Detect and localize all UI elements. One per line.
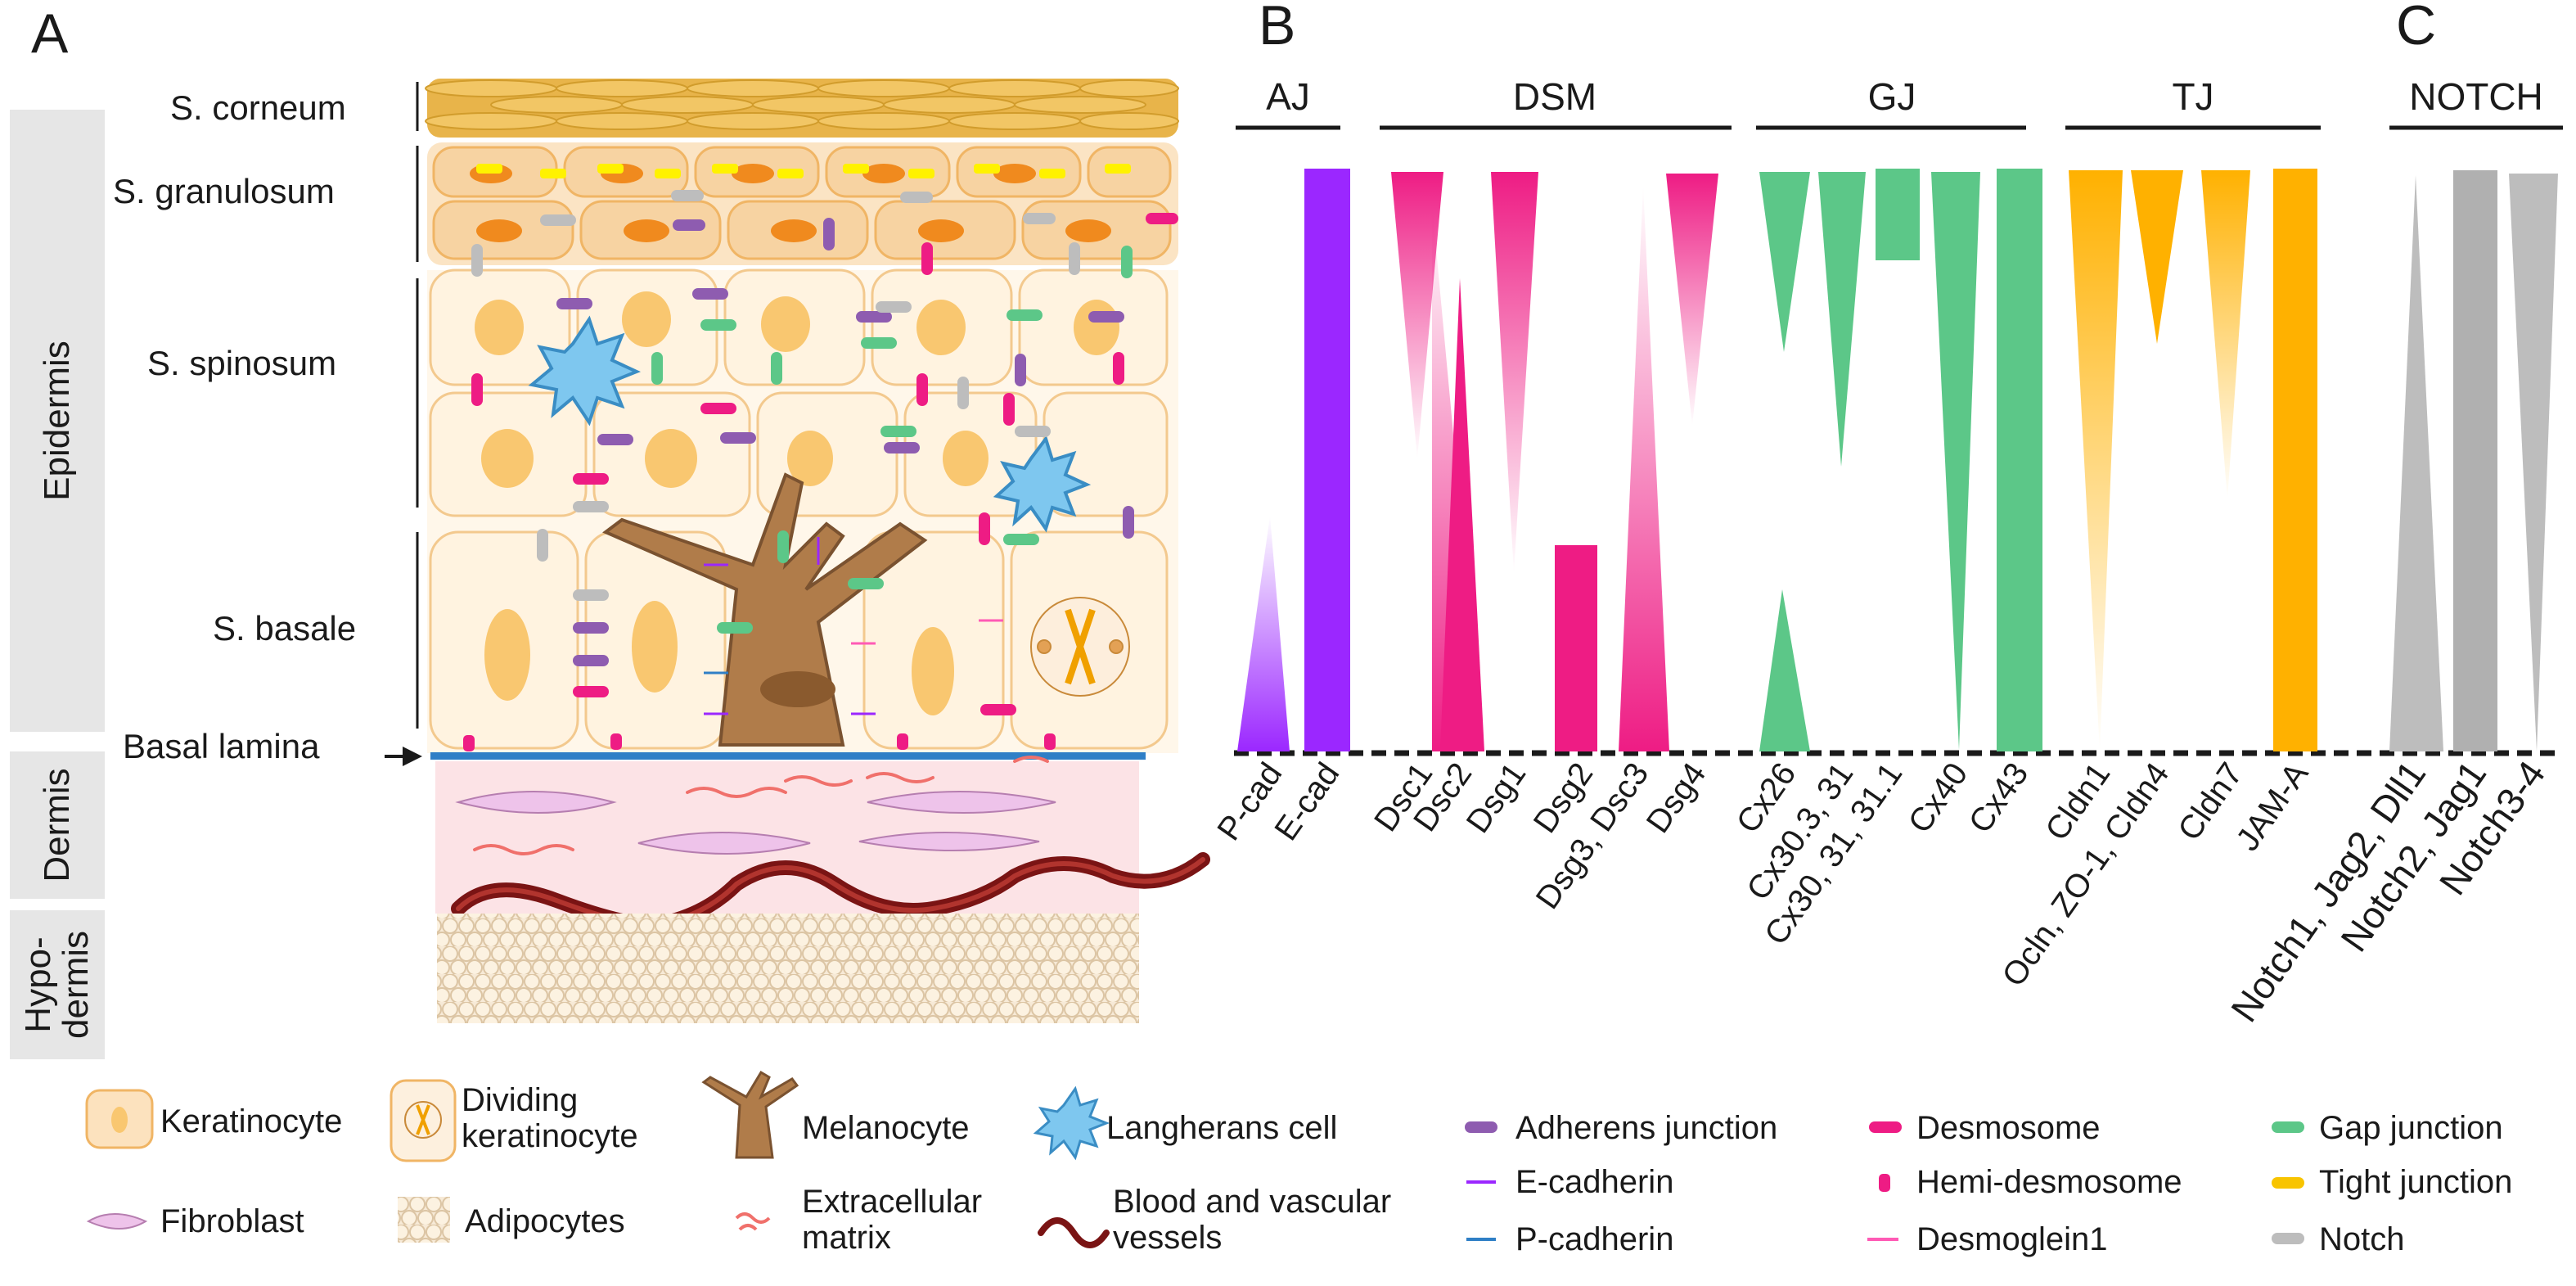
- group-label-tj: TJ: [2172, 75, 2213, 118]
- legend-desmosome: Desmosome: [1916, 1110, 2101, 1146]
- hypodermis-layer: [437, 914, 1139, 1023]
- bar-cx40: [1931, 172, 1980, 750]
- langerhans-icon: [1033, 1085, 1110, 1161]
- panel-label-b: B: [1259, 0, 1295, 56]
- blood-vessel-icon: [1038, 1217, 1110, 1248]
- bar-notch3: [2509, 174, 2558, 751]
- junction-marks: [463, 190, 1178, 751]
- stratum-corneum: [425, 79, 1179, 138]
- legend-adipocytes: Adipocytes: [465, 1203, 625, 1239]
- bar-cx26-bottom: [1759, 589, 1810, 751]
- legend-icons: [85, 1070, 2304, 1248]
- legend-tight: Tight junction: [2319, 1164, 2513, 1200]
- panel-label-c: C: [2396, 0, 2436, 56]
- basal-lamina-arrow: [403, 747, 422, 766]
- epidermis-cells: [427, 268, 1178, 753]
- melanocyte-icon: [701, 1070, 799, 1159]
- hemi-desmosome-icon: [1879, 1174, 1890, 1192]
- label-ecad: E-cad: [1268, 756, 1346, 847]
- layer-granulosum-label: S. granulosum: [113, 172, 335, 210]
- basal-lamina-label: Basal lamina: [123, 727, 320, 765]
- bar-dsc1: [1391, 172, 1443, 458]
- legend-pcadherin: P-cadherin: [1515, 1221, 1674, 1257]
- bar-notch2: [2453, 170, 2497, 751]
- legend-gap: Gap junction: [2319, 1110, 2503, 1146]
- legend-blood: Blood and vascular vessels: [1113, 1184, 1392, 1256]
- bar-ocln: [2131, 170, 2183, 344]
- bar-jama: [2273, 169, 2317, 751]
- bar-dsg3: [1619, 185, 1669, 751]
- bar-cx303: [1818, 172, 1866, 467]
- bar-dsg1: [1491, 172, 1538, 573]
- layer-corneum-label: S. corneum: [170, 88, 346, 127]
- bar-cx30: [1876, 169, 1920, 260]
- epidermis-tab: Epidermis: [10, 110, 105, 732]
- desmosome-icon: [1869, 1121, 1902, 1133]
- legend-hemi: Hemi-desmosome: [1916, 1164, 2182, 1200]
- legend-desmoglein: Desmoglein1: [1916, 1221, 2108, 1257]
- panel-label-a: A: [31, 2, 69, 65]
- bar-cldn1: [2069, 170, 2123, 751]
- group-label-aj: AJ: [1266, 75, 1310, 118]
- group-label-notch: NOTCH: [2409, 75, 2543, 118]
- layer-basale-label: S. basale: [213, 609, 357, 648]
- legend-langherans: Langherans cell: [1106, 1110, 1338, 1146]
- group-label-gj: GJ: [1868, 75, 1916, 118]
- bar-notch1: [2389, 175, 2443, 751]
- legend-adherens: Adherens junction: [1515, 1110, 1778, 1146]
- label-dsg1: Dsg1: [1460, 756, 1533, 840]
- hypodermis-tab: Hypo- dermis: [10, 910, 105, 1059]
- label-jama: JAM-A: [2230, 756, 2316, 858]
- legend-dividing: Dividing keratinocyte: [462, 1082, 638, 1154]
- bar-dsc2: [1440, 278, 1484, 751]
- adipocytes-icon: [398, 1197, 450, 1243]
- stratum-granulosum: [427, 142, 1178, 265]
- dermis-tab: Dermis: [10, 751, 105, 899]
- layer-spinosum-label: S. spinosum: [147, 344, 337, 382]
- bar-cldn7: [2201, 170, 2250, 499]
- bar-dsg2: [1555, 545, 1597, 751]
- langerhans-cells: [528, 315, 1092, 533]
- label-cx40: Cx40: [1902, 756, 1975, 840]
- marker-labels: P-cad E-cad Dsc1 Dsc2 Dsg1 Dsg2 Dsg3, Ds…: [1210, 753, 2553, 1030]
- legend-fibroblast: Fibroblast: [160, 1203, 304, 1239]
- legend-notch: Notch: [2319, 1221, 2405, 1257]
- legend-keratinocyte: Keratinocyte: [160, 1103, 343, 1139]
- label-dsg4: Dsg4: [1640, 756, 1714, 840]
- bar-pcad: [1237, 516, 1290, 751]
- basal-lamina: [430, 752, 1146, 760]
- bar-cx26-top: [1759, 172, 1810, 352]
- legend-melanocyte: Melanocyte: [802, 1110, 970, 1146]
- fibroblast-icon: [86, 1213, 148, 1230]
- label-cx43: Cx43: [1962, 756, 2036, 840]
- dermis-layer: [435, 756, 1210, 933]
- bar-dsg4: [1666, 174, 1718, 426]
- tight-junction-icon: [2272, 1177, 2304, 1189]
- legend-ecm: Extracellular matrix: [802, 1184, 983, 1256]
- ecm-icon: [735, 1212, 771, 1231]
- gap-junction-icon: [2272, 1121, 2304, 1133]
- notch-icon: [2272, 1233, 2304, 1244]
- adherens-junction-icon: [1465, 1121, 1497, 1133]
- bar-ecad: [1304, 169, 1350, 751]
- bar-cx43: [1997, 169, 2042, 751]
- group-label-dsm: DSM: [1513, 75, 1596, 118]
- legend-ecadherin: E-cadherin: [1515, 1164, 1674, 1200]
